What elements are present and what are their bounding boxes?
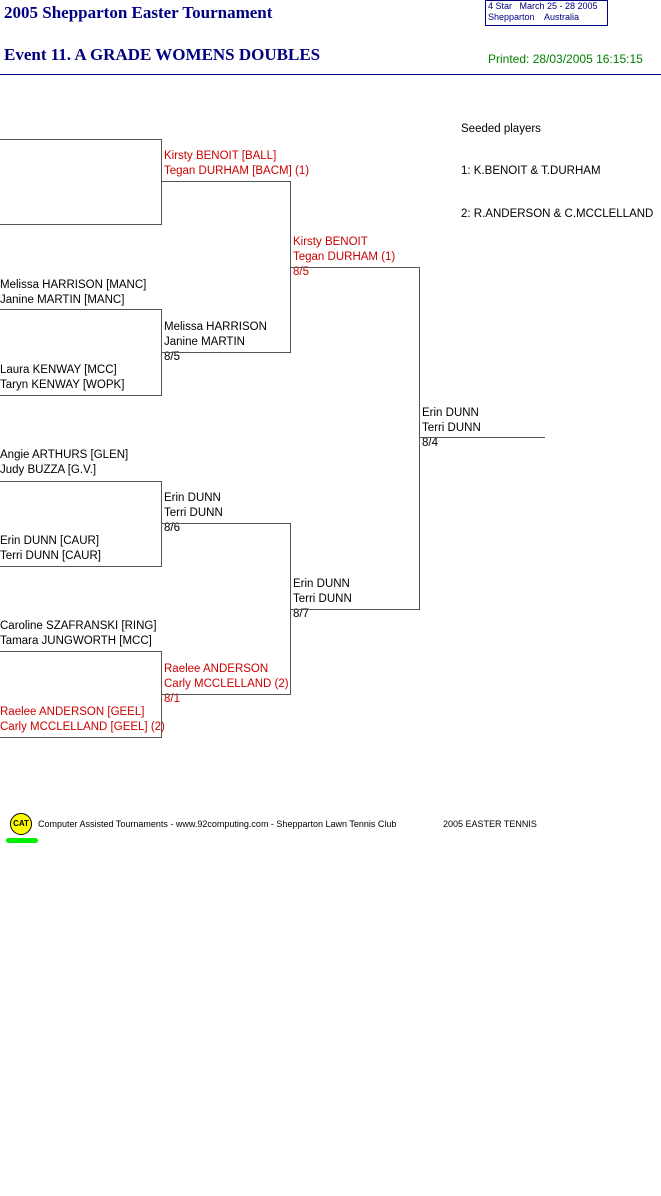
r2-connector-1 [290, 181, 291, 353]
r2-m3-player2: Terri DUNN [164, 507, 223, 519]
final-line [420, 437, 545, 438]
cat-logo: CAT [10, 813, 32, 835]
r2-m1-player2: Tegan DURHAM [BACM] (1) [164, 165, 310, 177]
r3-m2-player2: Terri DUNN [293, 593, 352, 605]
r2-m2-score: 8/5 [164, 351, 180, 363]
header-divider [0, 74, 661, 75]
r2-m2-player2: Janine MARTIN [164, 336, 245, 348]
r2-m3-player1: Erin DUNN [164, 492, 221, 504]
r1-connector-4 [161, 651, 162, 738]
winner-player2: Terri DUNN [422, 422, 481, 434]
r1-m6-player1: Erin DUNN [CAUR] [0, 535, 100, 547]
r3-line-1 [291, 267, 419, 268]
r1-m6-player2: Terri DUNN [CAUR] [0, 550, 101, 562]
footer-event-name: 2005 EASTER TENNIS [443, 819, 537, 829]
r2-m4-player1: Raelee ANDERSON [164, 663, 269, 675]
r1-line-6 [0, 566, 161, 567]
footer-credit: Computer Assisted Tournaments - www.92co… [38, 819, 397, 829]
r2-m4-score: 8/1 [164, 693, 180, 705]
r1-line-7 [0, 651, 161, 652]
r1-m3-player2: Janine MARTIN [MANC] [0, 294, 125, 306]
tournament-info-box: 4 Star March 25 - 28 2005 Shepparton Aus… [485, 0, 608, 26]
r2-connector-2 [290, 523, 291, 695]
r3-m2-player1: Erin DUNN [293, 578, 350, 590]
r1-line-2 [0, 224, 161, 225]
r1-connector-3 [161, 481, 162, 567]
r1-line-4 [0, 395, 161, 396]
cat-logo-bar [6, 838, 38, 843]
r2-line-1 [162, 181, 290, 182]
r2-line-3 [162, 523, 290, 524]
r1-line-8 [0, 737, 161, 738]
r1-m4-player1: Laura KENWAY [MCC] [0, 364, 117, 376]
r3-m1-score: 8/5 [293, 266, 309, 278]
r1-m5-player1: Angie ARTHURS [GLEN] [0, 449, 129, 461]
seed-1: 1: K.BENOIT & T.DURHAM [461, 165, 601, 177]
r1-m4-player2: Taryn KENWAY [WOPK] [0, 379, 125, 391]
printed-timestamp: Printed: 28/03/2005 16:15:15 [488, 52, 643, 66]
r1-m5-player2: Judy BUZZA [G.V.] [0, 464, 97, 476]
r3-m2-score: 8/7 [293, 608, 309, 620]
info-line-1: 4 Star March 25 - 28 2005 [488, 1, 598, 11]
r1-connector-2 [161, 309, 162, 396]
winner-player1: Erin DUNN [422, 407, 479, 419]
event-title: Event 11. A GRADE WOMENS DOUBLES [4, 45, 321, 64]
tournament-title: 2005 Shepparton Easter Tournament [4, 3, 273, 22]
info-line-2: Shepparton Australia [488, 12, 580, 22]
r2-m3-score: 8/6 [164, 522, 180, 534]
r3-m1-player2: Tegan DURHAM (1) [293, 251, 396, 263]
r2-m1-player1: Kirsty BENOIT [BALL] [164, 150, 277, 162]
r1-connector-1 [161, 139, 162, 225]
r1-m7-player1: Caroline SZAFRANSKI [RING] [0, 620, 157, 632]
r2-line-4 [162, 694, 290, 695]
winner-score: 8/4 [422, 437, 438, 449]
r1-line-1 [0, 139, 161, 140]
r1-m3-player1: Melissa HARRISON [MANC] [0, 279, 147, 291]
r2-line-2 [162, 352, 290, 353]
r1-m7-player2: Tamara JUNGWORTH [MCC] [0, 635, 152, 647]
r3-line-2 [291, 609, 419, 610]
r3-connector [419, 267, 420, 610]
r1-m8-player1: Raelee ANDERSON [GEEL] [0, 706, 145, 718]
r2-m2-player1: Melissa HARRISON [164, 321, 267, 333]
r2-m4-player2: Carly MCCLELLAND (2) [164, 678, 289, 690]
r3-m1-player1: Kirsty BENOIT [293, 236, 368, 248]
r1-line-3 [0, 309, 161, 310]
seed-2: 2: R.ANDERSON & C.MCCLELLAND [461, 208, 654, 220]
seeded-heading: Seeded players [461, 123, 541, 135]
r1-m8-player2: Carly MCCLELLAND [GEEL] (2) [0, 721, 165, 733]
r1-line-5 [0, 481, 161, 482]
